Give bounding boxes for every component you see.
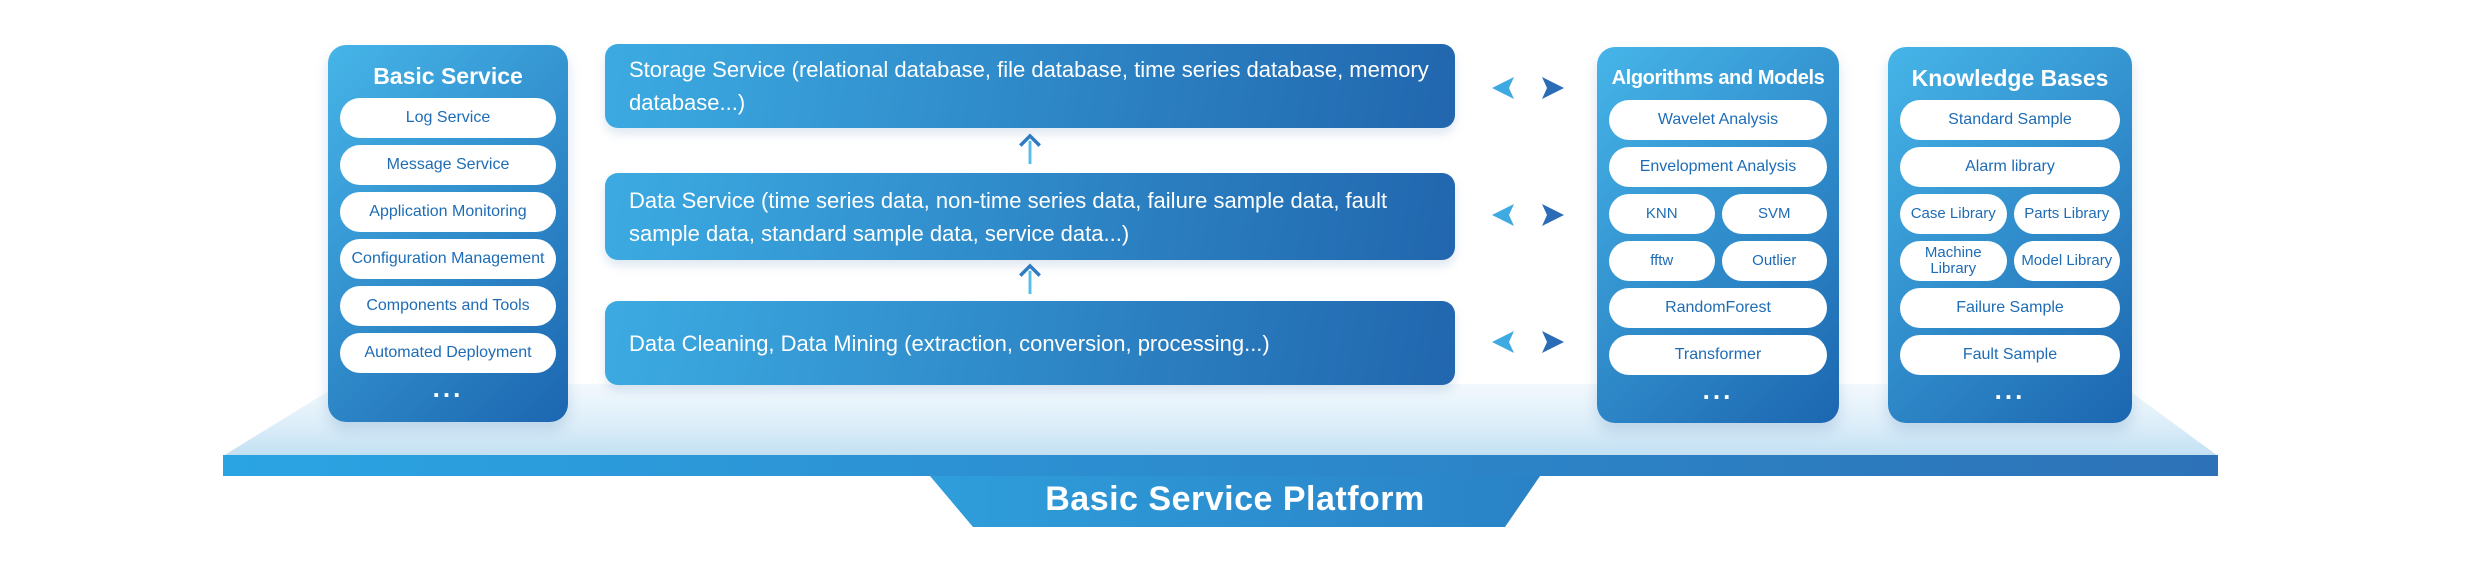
platform-front-edge xyxy=(223,455,2218,476)
algorithm-row: fftw Outlier xyxy=(1609,241,1827,281)
knowledge-pill: Fault Sample xyxy=(1900,335,2120,375)
panel-title: Basic Service xyxy=(373,63,523,89)
platform-title: Basic Service Platform xyxy=(1045,480,1425,518)
basic-service-panel: Basic Service Log Service Message Servic… xyxy=(328,45,568,422)
service-pill: Application Monitoring xyxy=(340,192,556,232)
service-pill: Automated Deployment xyxy=(340,333,556,373)
knowledge-pill: Standard Sample xyxy=(1900,100,2120,140)
data-cleaning-bar: Data Cleaning, Data Mining (extraction, … xyxy=(605,301,1455,385)
service-pill: Log Service xyxy=(340,98,556,138)
data-service-bar: Data Service (time series data, non-time… xyxy=(605,173,1455,260)
panel-title: Knowledge Bases xyxy=(1911,65,2109,91)
service-pill: Message Service xyxy=(340,145,556,185)
algorithm-pill: SVM xyxy=(1721,194,1827,234)
algorithm-pill: RandomForest xyxy=(1609,288,1827,328)
knowledge-pill: Failure Sample xyxy=(1900,288,2120,328)
service-pill: Components and Tools xyxy=(340,286,556,326)
panel-title: Algorithms and Models xyxy=(1611,67,1825,89)
algorithms-models-panel: Algorithms and Models Wavelet Analysis E… xyxy=(1597,47,1839,423)
algorithm-pill: Transformer xyxy=(1609,335,1827,375)
knowledge-pill: Machine Library xyxy=(1900,241,2007,281)
knowledge-pill: Alarm library xyxy=(1900,147,2120,187)
ellipsis-more: ... xyxy=(1702,375,1734,405)
algorithm-pill: Wavelet Analysis xyxy=(1609,100,1827,140)
double-arrow-icon xyxy=(1492,331,1564,353)
algorithm-row: KNN SVM xyxy=(1609,194,1827,234)
data-service-text: Data Service (time series data, non-time… xyxy=(629,187,1388,246)
basic-service-list: Log Service Message Service Application … xyxy=(340,98,556,373)
up-arrow-icon xyxy=(1019,263,1041,295)
algorithm-pill: fftw xyxy=(1609,241,1715,281)
knowledge-pill: Case Library xyxy=(1900,194,2007,234)
ellipsis-more: ... xyxy=(432,373,464,403)
algorithm-pill: Outlier xyxy=(1721,241,1827,281)
service-pill: Configuration Management xyxy=(340,239,556,279)
knowledge-bases-panel: Knowledge Bases Standard Sample Alarm li… xyxy=(1888,47,2132,423)
knowledge-row: Machine Library Model Library xyxy=(1900,241,2120,281)
knowledge-list: Standard Sample Alarm library Case Libra… xyxy=(1900,100,2120,375)
ellipsis-more: ... xyxy=(1994,375,2026,405)
storage-service-bar: Storage Service (relational database, fi… xyxy=(605,44,1455,128)
algorithm-pill: Envelopment Analysis xyxy=(1609,147,1827,187)
algorithm-pill: KNN xyxy=(1609,194,1715,234)
double-arrow-icon xyxy=(1492,204,1564,226)
platform-tab: Basic Service Platform xyxy=(930,476,1540,527)
algorithms-list: Wavelet Analysis Envelopment Analysis KN… xyxy=(1609,100,1827,375)
knowledge-pill: Model Library xyxy=(2013,241,2120,281)
knowledge-row: Case Library Parts Library xyxy=(1900,194,2120,234)
double-arrow-icon xyxy=(1492,77,1564,99)
storage-service-text: Storage Service (relational database, fi… xyxy=(629,57,1429,115)
up-arrow-icon xyxy=(1019,133,1041,165)
data-cleaning-text: Data Cleaning, Data Mining (extraction, … xyxy=(629,330,1270,356)
knowledge-pill: Parts Library xyxy=(2013,194,2120,234)
